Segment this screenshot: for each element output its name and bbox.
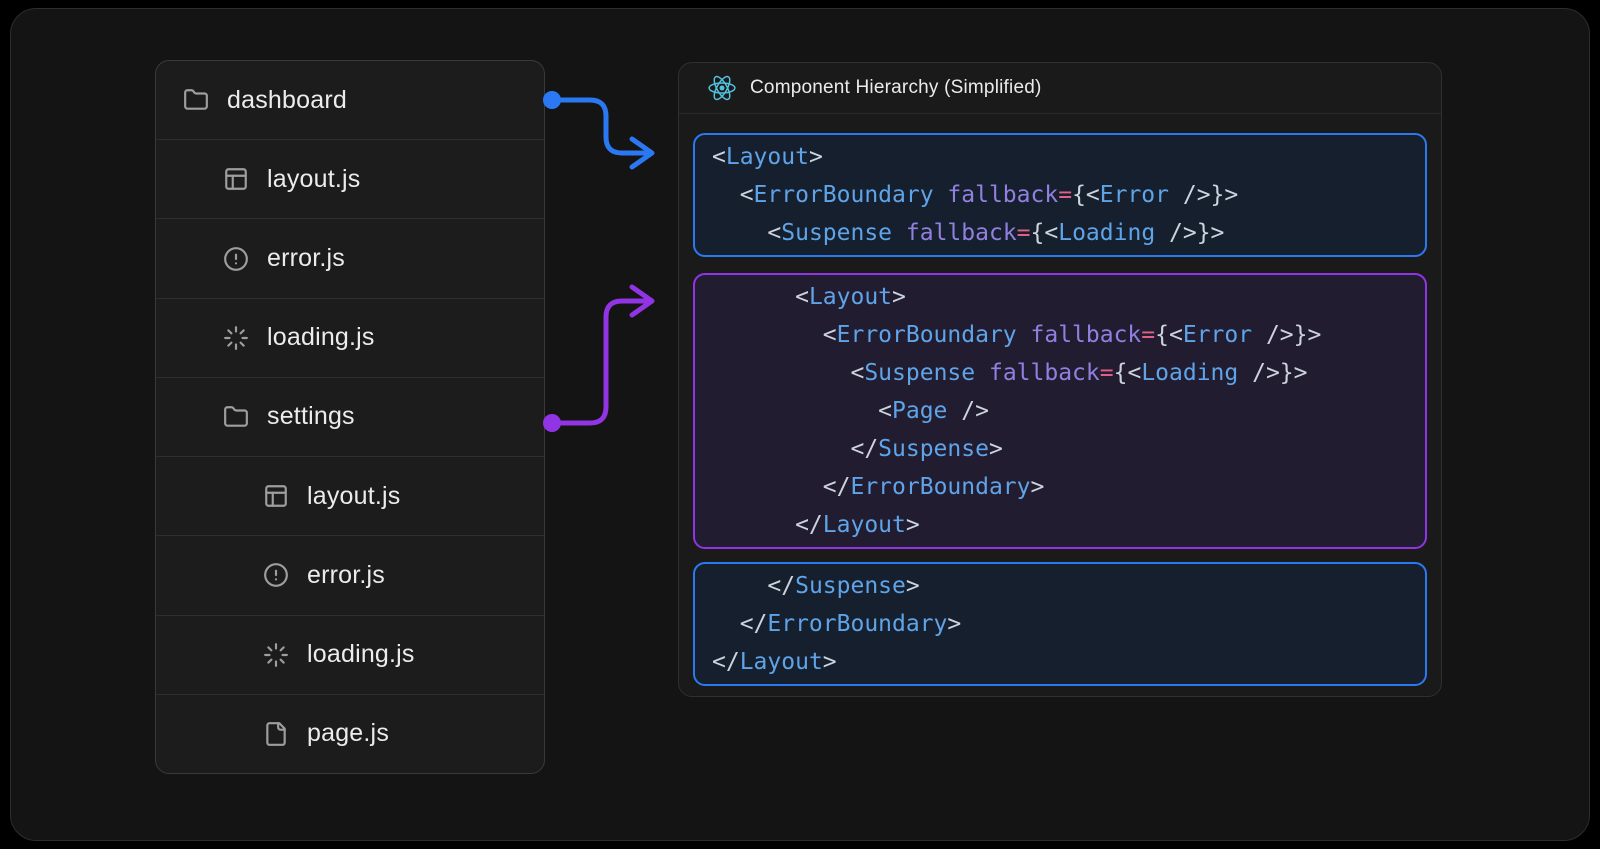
code-line: <Suspense fallback={<Loading />}> bbox=[712, 360, 1308, 386]
loader-icon bbox=[223, 325, 249, 351]
code-line: </ErrorBoundary> bbox=[712, 474, 1045, 500]
code-line: <Layout> bbox=[712, 284, 906, 310]
file-label: loading.js bbox=[267, 323, 375, 352]
react-icon bbox=[707, 73, 737, 103]
layout-icon bbox=[223, 166, 249, 192]
code-blocks-container: <Layout> <ErrorBoundary fallback={<Error… bbox=[679, 114, 1441, 686]
code-line: </Suspense> bbox=[712, 573, 920, 599]
code-line: <Suspense fallback={<Loading />}> bbox=[712, 220, 1225, 246]
file-icon bbox=[263, 721, 289, 747]
component-hierarchy-panel: Component Hierarchy (Simplified) <Layout… bbox=[678, 62, 1442, 697]
code-line: </Suspense> bbox=[712, 436, 1003, 462]
file-row-loading-js[interactable]: loading.js bbox=[156, 614, 544, 694]
file-row-error-js[interactable]: error.js bbox=[156, 218, 544, 297]
file-row-error-js[interactable]: error.js bbox=[156, 535, 544, 614]
file-label: page.js bbox=[307, 719, 390, 748]
alert-circle-icon bbox=[263, 562, 289, 588]
code-block-settings-nested: <Layout> <ErrorBoundary fallback={<Error… bbox=[693, 273, 1427, 549]
code-line: <Layout> bbox=[712, 144, 823, 170]
file-label: settings bbox=[267, 402, 355, 431]
code-line: </ErrorBoundary> bbox=[712, 611, 962, 637]
code-line: </Layout> bbox=[712, 649, 837, 675]
layout-icon bbox=[263, 483, 289, 509]
file-label: error.js bbox=[307, 560, 386, 589]
folder-icon bbox=[183, 87, 209, 113]
file-row-dashboard[interactable]: dashboard bbox=[156, 61, 544, 139]
loader-icon bbox=[263, 642, 289, 668]
file-tree-panel: dashboard layout.js error.js loading.js bbox=[155, 60, 545, 774]
code-line: </Layout> bbox=[712, 512, 920, 538]
panel-header: Component Hierarchy (Simplified) bbox=[679, 63, 1441, 114]
folder-icon bbox=[223, 404, 249, 430]
panel-title: Component Hierarchy (Simplified) bbox=[750, 77, 1042, 98]
file-label: dashboard bbox=[227, 85, 347, 114]
file-label: error.js bbox=[267, 244, 346, 273]
file-row-layout-js[interactable]: layout.js bbox=[156, 139, 544, 218]
code-block-dashboard-close: </Suspense> </ErrorBoundary> </Layout> bbox=[693, 562, 1427, 686]
file-label: layout.js bbox=[307, 481, 401, 510]
code-line: <Page /> bbox=[712, 398, 989, 424]
file-label: loading.js bbox=[307, 640, 415, 669]
file-row-settings[interactable]: settings bbox=[156, 376, 544, 456]
code-line: <ErrorBoundary fallback={<Error />}> bbox=[712, 322, 1322, 348]
file-label: layout.js bbox=[267, 164, 361, 193]
alert-circle-icon bbox=[223, 246, 249, 272]
file-row-layout-js[interactable]: layout.js bbox=[156, 456, 544, 535]
file-row-loading-js[interactable]: loading.js bbox=[156, 297, 544, 377]
code-line: <ErrorBoundary fallback={<Error />}> bbox=[712, 182, 1239, 208]
file-row-page-js[interactable]: page.js bbox=[156, 693, 544, 773]
code-block-dashboard-open: <Layout> <ErrorBoundary fallback={<Error… bbox=[693, 133, 1427, 257]
